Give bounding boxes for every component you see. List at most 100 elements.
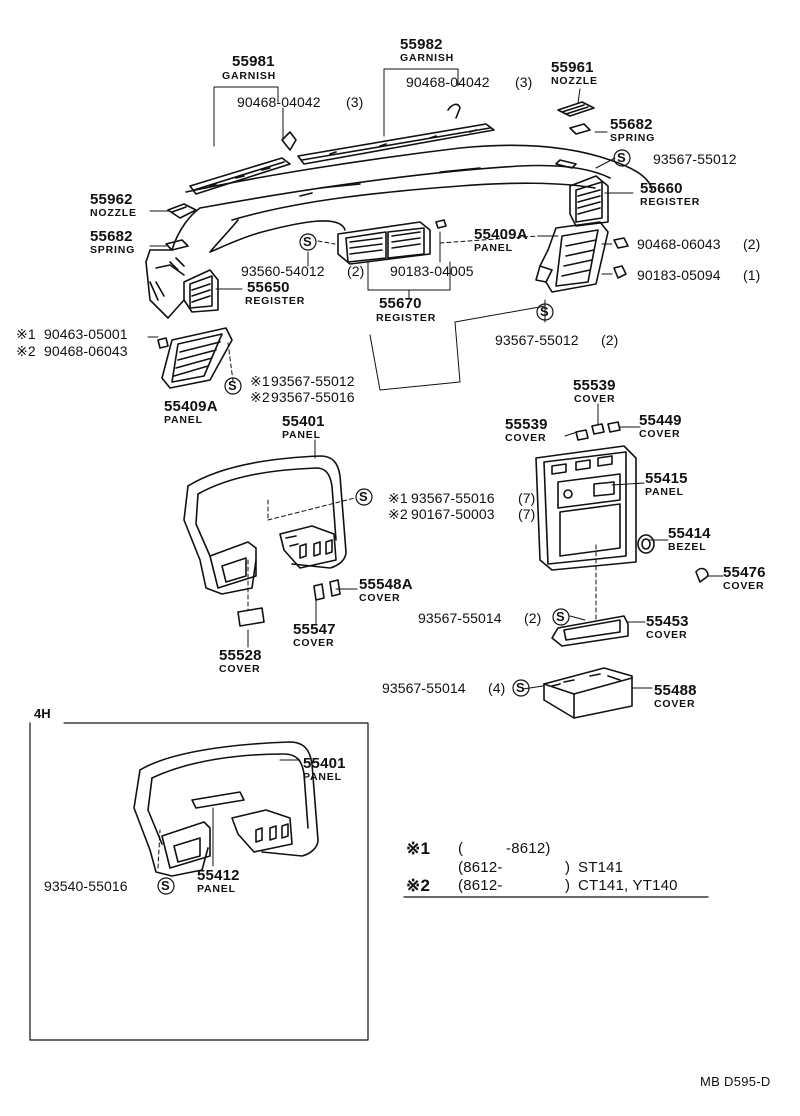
part-name-cover-55539-top: COVER bbox=[574, 393, 616, 405]
spring-55682-left bbox=[165, 239, 189, 251]
part-number-55670: 55670 bbox=[379, 295, 422, 312]
bezel-55414 bbox=[637, 534, 655, 554]
part-number-90183-04005: 90183-04005 bbox=[390, 263, 474, 279]
part-name-cover-55453: COVER bbox=[646, 629, 688, 641]
part-name-panel-55409A-left: PANEL bbox=[164, 414, 203, 426]
part-number-55682-a: 55682 bbox=[610, 116, 653, 133]
part-number-90167-50003: 90167-50003 bbox=[411, 506, 495, 522]
qty-90468-06043: (2) bbox=[743, 236, 761, 252]
qty-90183-05094: (1) bbox=[743, 267, 761, 283]
legend-row2-models: ST141 bbox=[578, 859, 624, 876]
cover-55539b bbox=[591, 423, 605, 435]
part-number-55650: 55650 bbox=[247, 279, 290, 296]
part-number-55409A-left: 55409A bbox=[164, 398, 218, 415]
dashboard-upper bbox=[145, 144, 653, 319]
qty-90468-04042-b: (3) bbox=[515, 74, 533, 90]
part-number-55660: 55660 bbox=[640, 180, 683, 197]
legend-row3-close: ) bbox=[565, 877, 571, 894]
variant-mark-2-cluster: ※2 bbox=[388, 506, 408, 522]
panel-55409A-right bbox=[535, 221, 609, 293]
screw-symbols bbox=[157, 149, 631, 895]
part-number-55528: 55528 bbox=[219, 647, 262, 664]
part-name-cover-55449: COVER bbox=[639, 428, 681, 440]
part-name-cover-55539-left: COVER bbox=[505, 432, 547, 444]
cover-55476 bbox=[695, 567, 709, 583]
part-number-93560-54012: 93560-54012 bbox=[241, 263, 325, 279]
qty-93567-55014-a: (2) bbox=[524, 610, 542, 626]
nozzle-55961 bbox=[557, 101, 595, 135]
qty-93567-55016-cluster: (7) bbox=[518, 490, 536, 506]
part-name-garnish-55982: GARNISH bbox=[400, 52, 455, 64]
part-number-55982: 55982 bbox=[400, 36, 443, 53]
qty-93560-54012: (2) bbox=[347, 263, 365, 279]
qty-90468-04042-a: (3) bbox=[346, 94, 364, 110]
part-name-cover-55548A: COVER bbox=[359, 592, 401, 604]
screw-s-4: S bbox=[228, 378, 237, 393]
part-number-90468-06043-left: 90468-06043 bbox=[44, 343, 128, 359]
panel-55401-4h bbox=[133, 741, 319, 877]
part-number-90468-06043: 90468-06043 bbox=[637, 236, 721, 252]
part-name-spring-55682-a: SPRING bbox=[610, 132, 656, 144]
register-55670 bbox=[337, 219, 447, 265]
panel-55401 bbox=[183, 455, 347, 595]
variant-mark-1-clip: ※1 bbox=[16, 326, 36, 342]
legend-row2-range: (8612- bbox=[458, 859, 503, 876]
part-number-55539-left: 55539 bbox=[505, 416, 548, 433]
part-number-55453: 55453 bbox=[646, 613, 689, 630]
part-name-nozzle-55961: NOZZLE bbox=[551, 75, 598, 87]
section-4h-label: 4H bbox=[34, 706, 51, 721]
part-number-55539-top: 55539 bbox=[573, 377, 616, 394]
part-number-55412: 55412 bbox=[197, 867, 240, 884]
part-number-93567-55016-cluster: 93567-55016 bbox=[411, 490, 495, 506]
qty-90167-50003: (7) bbox=[518, 506, 536, 522]
cover-55528 bbox=[237, 607, 265, 627]
screw-s-2: S bbox=[303, 234, 312, 249]
cover-55548A bbox=[329, 579, 341, 597]
clip-90468-06043 bbox=[613, 237, 629, 249]
cover-55547 bbox=[313, 583, 325, 601]
variant-mark-2-screw: ※2 bbox=[250, 389, 270, 405]
part-number-55547: 55547 bbox=[293, 621, 336, 638]
part-name-nozzle-55962: NOZZLE bbox=[90, 207, 137, 219]
screw-s-6: S bbox=[556, 609, 565, 624]
part-number-90183-05094: 90183-05094 bbox=[637, 267, 721, 283]
part-number-55682-b: 55682 bbox=[90, 228, 133, 245]
part-number-55449: 55449 bbox=[639, 412, 682, 429]
nozzle-55962 bbox=[167, 203, 197, 219]
part-number-93567-55014-b: 93567-55014 bbox=[382, 680, 466, 696]
panel-55409A-left bbox=[161, 327, 233, 389]
part-number-90463-05001: 90463-05001 bbox=[44, 326, 128, 342]
garnish-55982 bbox=[297, 103, 495, 165]
part-number-55548A: 55548A bbox=[359, 576, 413, 593]
part-number-93567-55012-a: 93567-55012 bbox=[653, 151, 737, 167]
variant-mark-1-screw: ※1 bbox=[250, 373, 270, 389]
part-number-55488: 55488 bbox=[654, 682, 697, 699]
garnish-55981 bbox=[189, 131, 297, 195]
part-name-panel-55415: PANEL bbox=[645, 486, 684, 498]
legend-row1-range: -8612) bbox=[506, 840, 551, 857]
part-number-55409A-right: 55409A bbox=[474, 226, 528, 243]
part-name-panel-55412: PANEL bbox=[197, 883, 236, 895]
part-number-90468-04042-b: 90468-04042 bbox=[406, 74, 490, 90]
cover-55453 bbox=[551, 615, 629, 647]
part-name-cover-55488: COVER bbox=[654, 698, 696, 710]
part-name-panel-55409A-right: PANEL bbox=[474, 242, 513, 254]
part-number-55961: 55961 bbox=[551, 59, 594, 76]
part-name-register-55670: REGISTER bbox=[376, 312, 437, 324]
cover-55449 bbox=[607, 421, 621, 433]
register-55660 bbox=[569, 175, 609, 227]
part-number-55476: 55476 bbox=[723, 564, 766, 581]
part-name-spring-55682-b: SPRING bbox=[90, 244, 136, 256]
legend-row2-close: ) bbox=[565, 859, 571, 876]
legend-mark-1: ※1 bbox=[406, 839, 431, 858]
part-number-55414: 55414 bbox=[668, 525, 711, 542]
screw-s-3: S bbox=[540, 304, 549, 319]
diagram-reference-code: MB D595-D bbox=[700, 1074, 771, 1089]
part-number-93567-55012-b: 93567-55012 bbox=[495, 332, 579, 348]
qty-93567-55014-b: (4) bbox=[488, 680, 506, 696]
part-name-garnish-55981: GARNISH bbox=[222, 70, 277, 82]
part-number-55401-4h: 55401 bbox=[303, 755, 346, 772]
part-name-register-55660: REGISTER bbox=[640, 196, 701, 208]
